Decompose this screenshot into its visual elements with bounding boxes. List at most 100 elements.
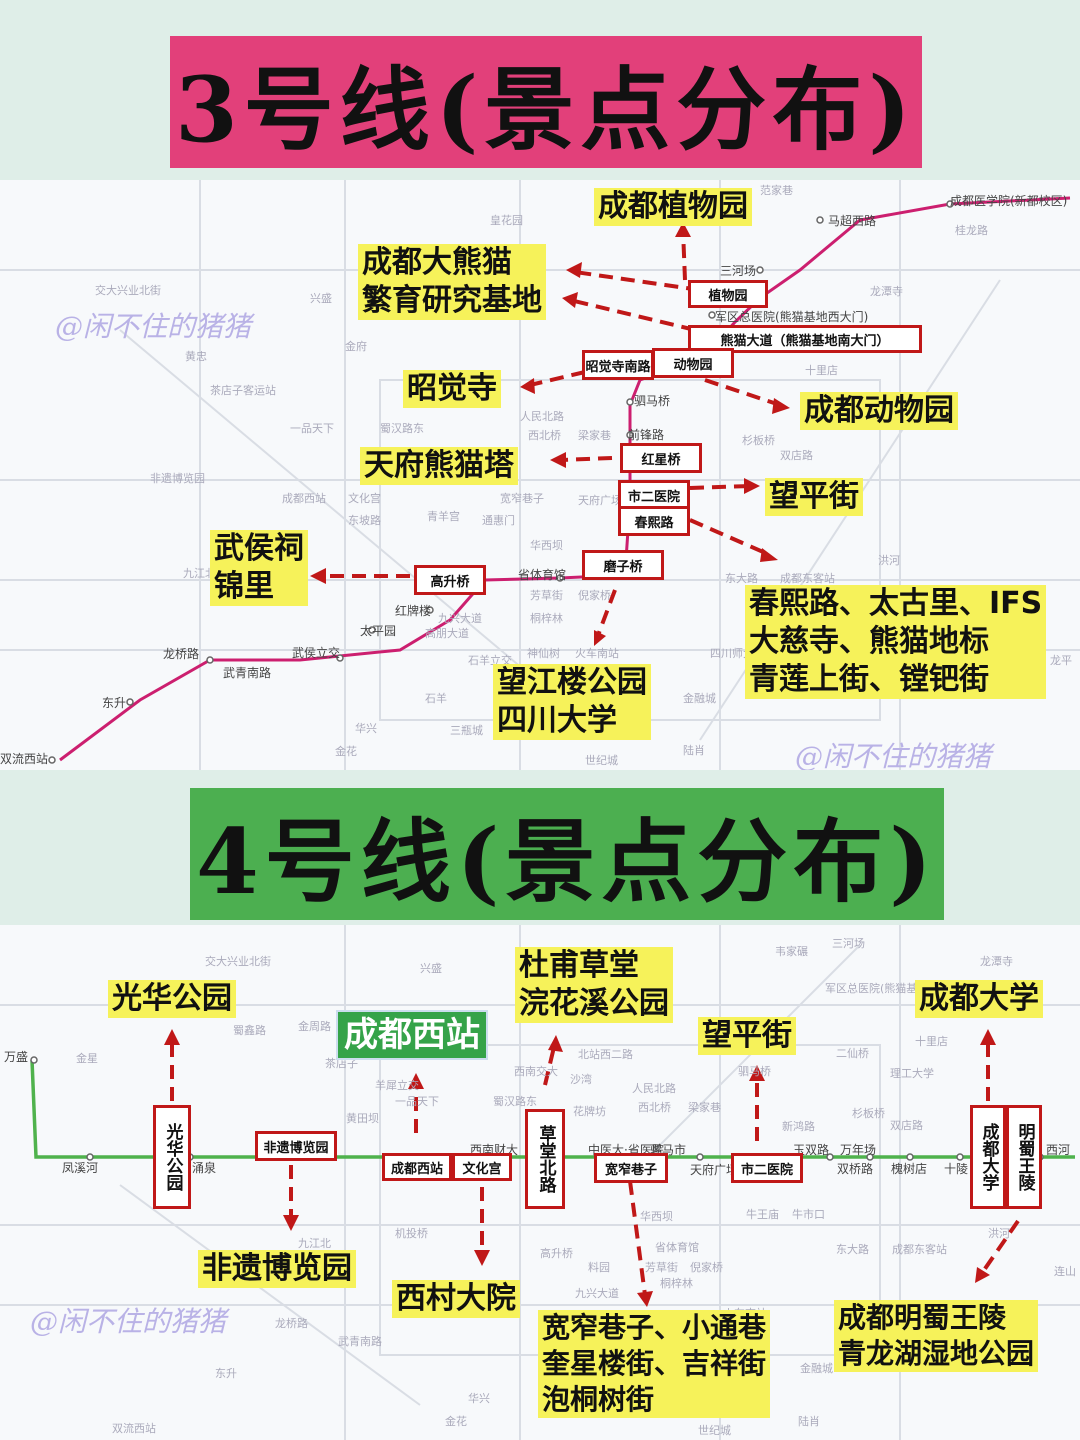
station-box-wenhuagong[interactable]: 文化宫 (452, 1153, 512, 1181)
attraction-label-feiyi: 非遗博览园 (198, 1250, 356, 1288)
bg-station: 神仙树 (527, 647, 560, 660)
bg-station: 梁家巷 (688, 1101, 721, 1114)
bg-station: 桂龙路 (955, 224, 988, 237)
line3-title-banner: 3号线(景点分布) (170, 36, 922, 168)
station-box-hongxingqiao[interactable]: 红星桥 (620, 443, 702, 473)
station-label: 东升 (102, 696, 127, 710)
station-box-shieryiyuan[interactable]: 市二医院 (731, 1153, 803, 1183)
bg-station: 华兴 (355, 722, 377, 735)
station-label: 万年场 (840, 1143, 877, 1157)
bg-station: 世纪城 (698, 1424, 731, 1437)
station-box-mingshu[interactable]: 明蜀王陵 (1006, 1105, 1042, 1209)
bg-station: 文化宫 (348, 492, 381, 505)
bg-station: 金府 (345, 340, 367, 353)
bg-station: 宽窄巷子 (500, 492, 544, 505)
bg-station: 兴盛 (420, 962, 442, 975)
bg-station: 九兴大道 (438, 612, 482, 625)
station-box-xizhan[interactable]: 成都西站 (382, 1153, 452, 1181)
bg-station: 三河场 (832, 937, 865, 950)
bg-station: 牛市口 (792, 1208, 825, 1221)
bg-station: 金花 (335, 745, 357, 758)
bg-station: 双店路 (780, 449, 813, 462)
station-box-dongwuyuan[interactable]: 动物园 (652, 348, 734, 378)
bg-station: 九江北 (183, 567, 216, 580)
station-box-mozi[interactable]: 磨子桥 (582, 550, 664, 580)
station-box-xiongmao[interactable]: 熊猫大道（熊猫基地南大门） (688, 325, 922, 353)
bg-station: 东升 (215, 1367, 237, 1380)
attraction-label-wuhou: 武侯祠 锦里 (210, 530, 308, 606)
station-box-feiyi[interactable]: 非遗博览园 (255, 1131, 337, 1161)
station-box-kuanzhai[interactable]: 宽窄巷子 (594, 1153, 668, 1183)
line3-arrows (320, 229, 781, 639)
bg-station: 桐梓林 (660, 1277, 693, 1290)
attraction-label-tianfu-panda-tower: 天府熊猫塔 (360, 447, 518, 485)
attraction-label-zhaojue: 昭觉寺 (403, 370, 501, 408)
station-box-guanghua[interactable]: 光华公园 (153, 1105, 191, 1209)
bg-station: 韦家碾 (775, 945, 808, 958)
bg-station: 杉板桥 (742, 434, 775, 447)
bg-station: 龙潭寺 (870, 285, 903, 298)
bg-station: 芳草街 (645, 1261, 678, 1274)
station-label: 武青南路 (223, 666, 272, 680)
bg-station: 梁家巷 (578, 429, 611, 442)
bg-station: 东坡路 (348, 514, 381, 527)
station-box-caotang[interactable]: 草堂北路 (525, 1109, 565, 1209)
station-label: 十陵 (944, 1162, 969, 1176)
bg-station: 西北桥 (528, 429, 561, 442)
bg-station: 范家巷 (760, 184, 793, 197)
bg-station: 三瓶城 (450, 724, 483, 737)
background-lines (0, 180, 1080, 770)
station-box-zhiwuyuan[interactable]: 植物园 (688, 280, 768, 308)
line4-map[interactable]: @闲不住的猪猪 交大兴业北街 兴盛 韦家碾 三河场 龙潭寺 军区总医院(熊猫基地… (0, 925, 1080, 1440)
bg-station: 省体育馆 (655, 1241, 699, 1254)
station-label: 前锋路 (628, 428, 665, 442)
line3-station-dots (48, 200, 954, 764)
bg-station: 蜀汉路东 (493, 1095, 537, 1108)
bg-station: 世纪城 (585, 754, 618, 767)
station-label: 槐树店 (891, 1162, 928, 1176)
bg-station: 天府广场 (578, 494, 622, 507)
bg-station: 桐梓林 (530, 612, 563, 625)
bg-station: 十里店 (915, 1035, 948, 1048)
bg-station: 成都东客站 (892, 1243, 947, 1256)
attraction-label-mingshu: 成都明蜀王陵 青龙湖湿地公园 (834, 1300, 1039, 1372)
bg-station: 北站西二路 (578, 1048, 633, 1061)
bg-station: 一品天下 (290, 422, 334, 435)
bg-station: 陆肖 (683, 744, 705, 757)
station-box-chengdudaxue[interactable]: 成都大学 (970, 1105, 1006, 1209)
bg-station: 高朋大道 (425, 627, 469, 640)
station-box-chunxilu[interactable]: 春熙路 (618, 506, 690, 536)
line4-arrows (170, 1040, 1020, 1296)
bg-station: 茶店子 (325, 1057, 358, 1070)
bg-station: 非遗博览园 (150, 472, 205, 485)
bg-station: 理工大学 (890, 1067, 934, 1080)
bg-station: 青羊宫 (427, 510, 460, 523)
bg-station: 机投桥 (395, 1227, 428, 1240)
line3-map[interactable]: @闲不住的猪猪 @闲不住的猪猪 皇花园 范家巷 桂龙路 龙潭寺 交大兴业北街 兴… (0, 180, 1080, 770)
bg-station: 花牌坊 (573, 1105, 606, 1118)
bg-station: 十里店 (805, 364, 838, 377)
bg-station: 茶店子客运站 (210, 384, 276, 397)
bg-station: 交大兴业北街 (205, 955, 271, 968)
line3-arrowheads (310, 222, 790, 646)
attraction-label-wangping: 望平街 (765, 478, 863, 516)
bg-station: 金周路 (298, 1020, 331, 1033)
bg-station: 九江北 (298, 1237, 331, 1250)
bg-station: 驷马桥 (738, 1065, 771, 1078)
attraction-label-zoo: 成都动物园 (800, 392, 958, 430)
attraction-label-dufu: 杜甫草堂 浣花溪公园 (515, 947, 673, 1023)
bg-station: 人民北路 (632, 1082, 676, 1095)
bg-station: 二仙桥 (836, 1047, 869, 1060)
station-label: 双桥路 (837, 1162, 874, 1176)
station-label: 三河场 (720, 264, 757, 278)
bg-station: 金融城 (683, 692, 716, 705)
station-label: 红牌楼 (395, 604, 432, 618)
attraction-label-guanghua: 光华公园 (108, 980, 236, 1018)
watermark: @闲不住的猪猪 (30, 1305, 227, 1338)
bg-station: 华西坝 (530, 539, 563, 552)
station-box-zhaojuesinan[interactable]: 昭觉寺南路 (582, 350, 654, 380)
station-box-gaosheng[interactable]: 高升桥 (414, 565, 486, 595)
station-box-shieryiyuan[interactable]: 市二医院 (618, 480, 690, 510)
bg-station: 羊犀立交 (375, 1079, 419, 1092)
station-label: 涌泉 (192, 1161, 217, 1175)
